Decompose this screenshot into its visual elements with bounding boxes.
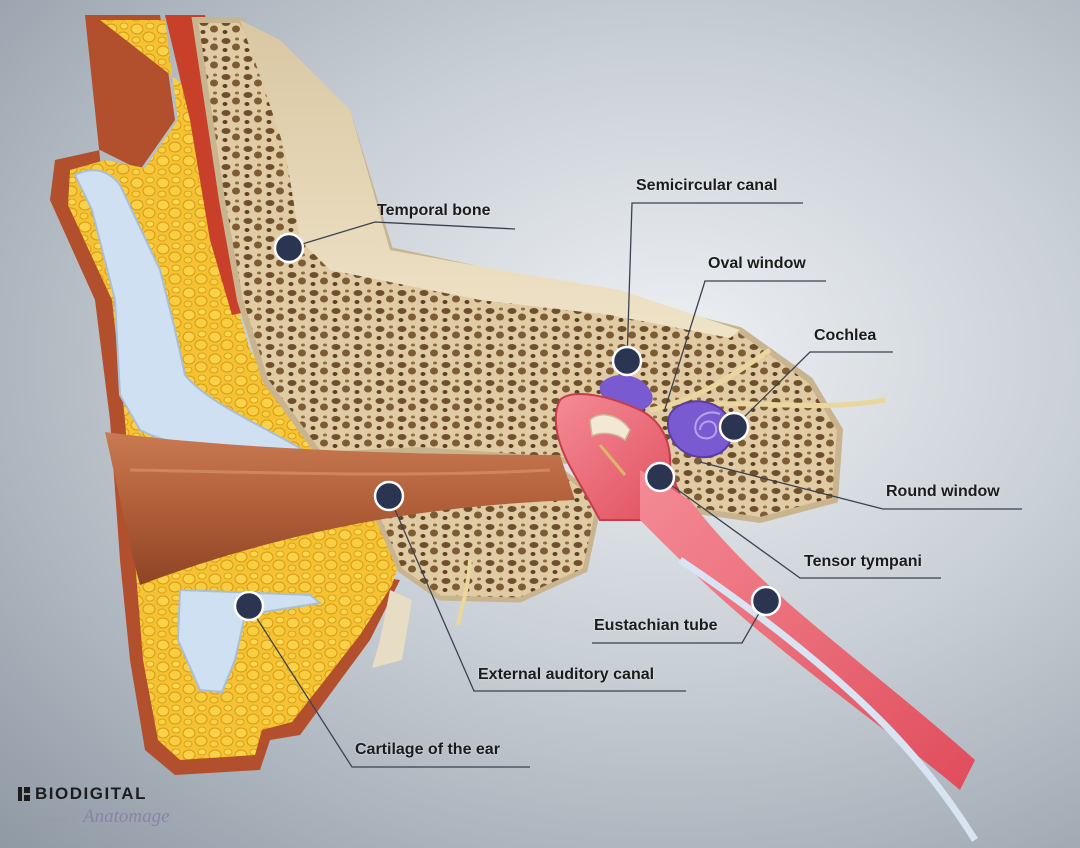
leader-cochlea <box>733 351 893 428</box>
leader-eustachian-tube <box>592 600 767 644</box>
pin-external-auditory-canal[interactable] <box>373 480 405 512</box>
external-auditory-canal-shape <box>105 432 575 585</box>
ossicles <box>589 414 631 442</box>
pin-semicircular-canal[interactable] <box>611 345 643 377</box>
label-temporal-bone: Temporal bone <box>377 202 491 219</box>
brand-name: BIODIGITAL <box>35 784 147 803</box>
pin-tensor-tympani[interactable] <box>644 461 676 493</box>
label-cochlea: Cochlea <box>814 327 877 344</box>
styloid-process <box>372 590 412 668</box>
pin-cochlea[interactable] <box>718 411 750 443</box>
cochlea-spiral <box>694 411 721 440</box>
pin-temporal-bone[interactable] <box>273 232 305 264</box>
brand-sub-prefix: a company of <box>30 814 79 824</box>
nerve-fibre <box>699 397 886 409</box>
label-oval-window: Oval window <box>708 255 806 272</box>
cortical-bone-surface <box>240 20 740 338</box>
label-external-auditory-canal: External auditory canal <box>478 666 655 683</box>
leader-tensor-tympani <box>659 476 941 579</box>
label-round-window: Round window <box>886 483 1000 500</box>
leader-oval-window <box>663 280 826 413</box>
label-eustachian-tube: Eustachian tube <box>594 617 718 634</box>
leader-cartilage <box>248 605 530 768</box>
leader-round-window <box>699 461 1022 510</box>
brand-sub-name: Anatomage <box>82 806 170 827</box>
pin-cartilage[interactable] <box>233 590 265 622</box>
leader-temporal-bone <box>288 221 516 249</box>
eustachian-tube-shape <box>640 470 975 790</box>
label-semicircular-canal: Semicircular canal <box>636 177 778 194</box>
ossicles <box>598 444 627 476</box>
auricular-cartilage-lower <box>176 588 323 694</box>
brand-logo: BIODIGITAL <box>18 784 147 804</box>
tube-sheath <box>678 557 978 842</box>
canal-highlight <box>129 468 551 476</box>
label-cartilage-of-the-ear: Cartilage of the ear <box>355 741 500 758</box>
pin-eustachian-tube[interactable] <box>750 585 782 617</box>
leader-external-auditory-canal <box>388 495 686 692</box>
leader-semicircular-canal <box>626 202 803 362</box>
brand-mark-icon <box>18 787 30 801</box>
label-tensor-tympani: Tensor tympani <box>804 553 922 570</box>
nerve-fibre <box>456 559 472 626</box>
